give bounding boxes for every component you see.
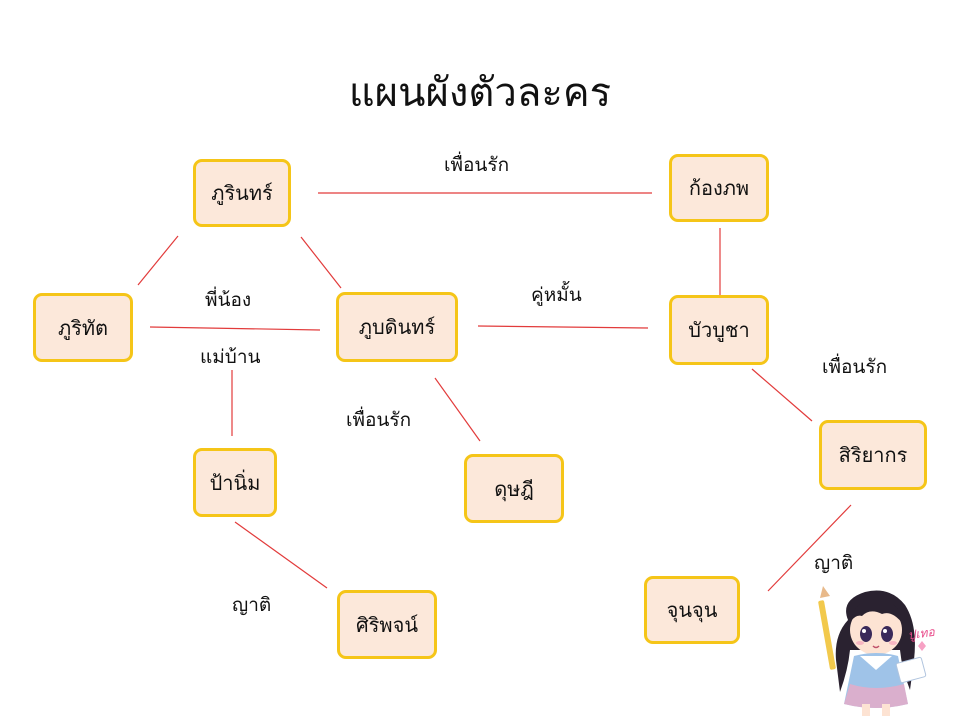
node-kongphop: ก้องภพ <box>669 154 769 222</box>
edge-phurin-phuritat <box>137 235 179 286</box>
label-relative-siriyakorn-junjun: ญาติ <box>814 552 854 574</box>
label-best-friend-buabucha-siriyakorn: เพื่อนรัก <box>822 356 888 378</box>
mascot-signature: ปูเทอ <box>907 625 936 644</box>
node-dutsadee: ดุษฎี <box>464 454 564 523</box>
edge-buabucha-siriyakorn <box>751 368 813 422</box>
node-panim: ป้านิ่ม <box>193 448 277 517</box>
edge-phubodin-buabucha <box>477 325 649 329</box>
label-best-friend-phubodin-dutsadee: เพื่อนรัก <box>346 409 412 431</box>
node-phurin: ภูรินทร์ <box>193 159 291 227</box>
diagram-title: แผนผังตัวละคร <box>348 70 612 116</box>
edge-panim-siriphot <box>234 521 328 589</box>
node-phuritat: ภูริทัต <box>33 293 133 362</box>
node-siriphot: ศิริพจน์ <box>337 590 437 659</box>
label-best-friend-phurin-kongphop: เพื่อนรัก <box>444 154 510 176</box>
node-phubodin: ภูบดินทร์ <box>336 292 458 362</box>
node-siriyakorn: สิริยากร <box>819 420 927 490</box>
edge-phuritat-phubodin <box>149 326 321 331</box>
edge-phurin-phubodin <box>300 236 342 289</box>
node-junjun: จุนจุน <box>644 576 740 644</box>
mascot-girl-sticker: ปูเทอ <box>818 586 936 716</box>
label-siblings: พี่น้อง <box>205 289 252 311</box>
label-housekeeper: แม่บ้าน <box>200 346 261 368</box>
node-buabucha: บัวบูชา <box>669 295 769 365</box>
label-engaged: คู่หมั้น <box>531 284 582 306</box>
edge-siriyakorn-junjun <box>767 504 852 592</box>
edge-phubodin-dutsadee <box>434 377 481 442</box>
label-relative-panim-siriphot: ญาติ <box>232 594 272 616</box>
